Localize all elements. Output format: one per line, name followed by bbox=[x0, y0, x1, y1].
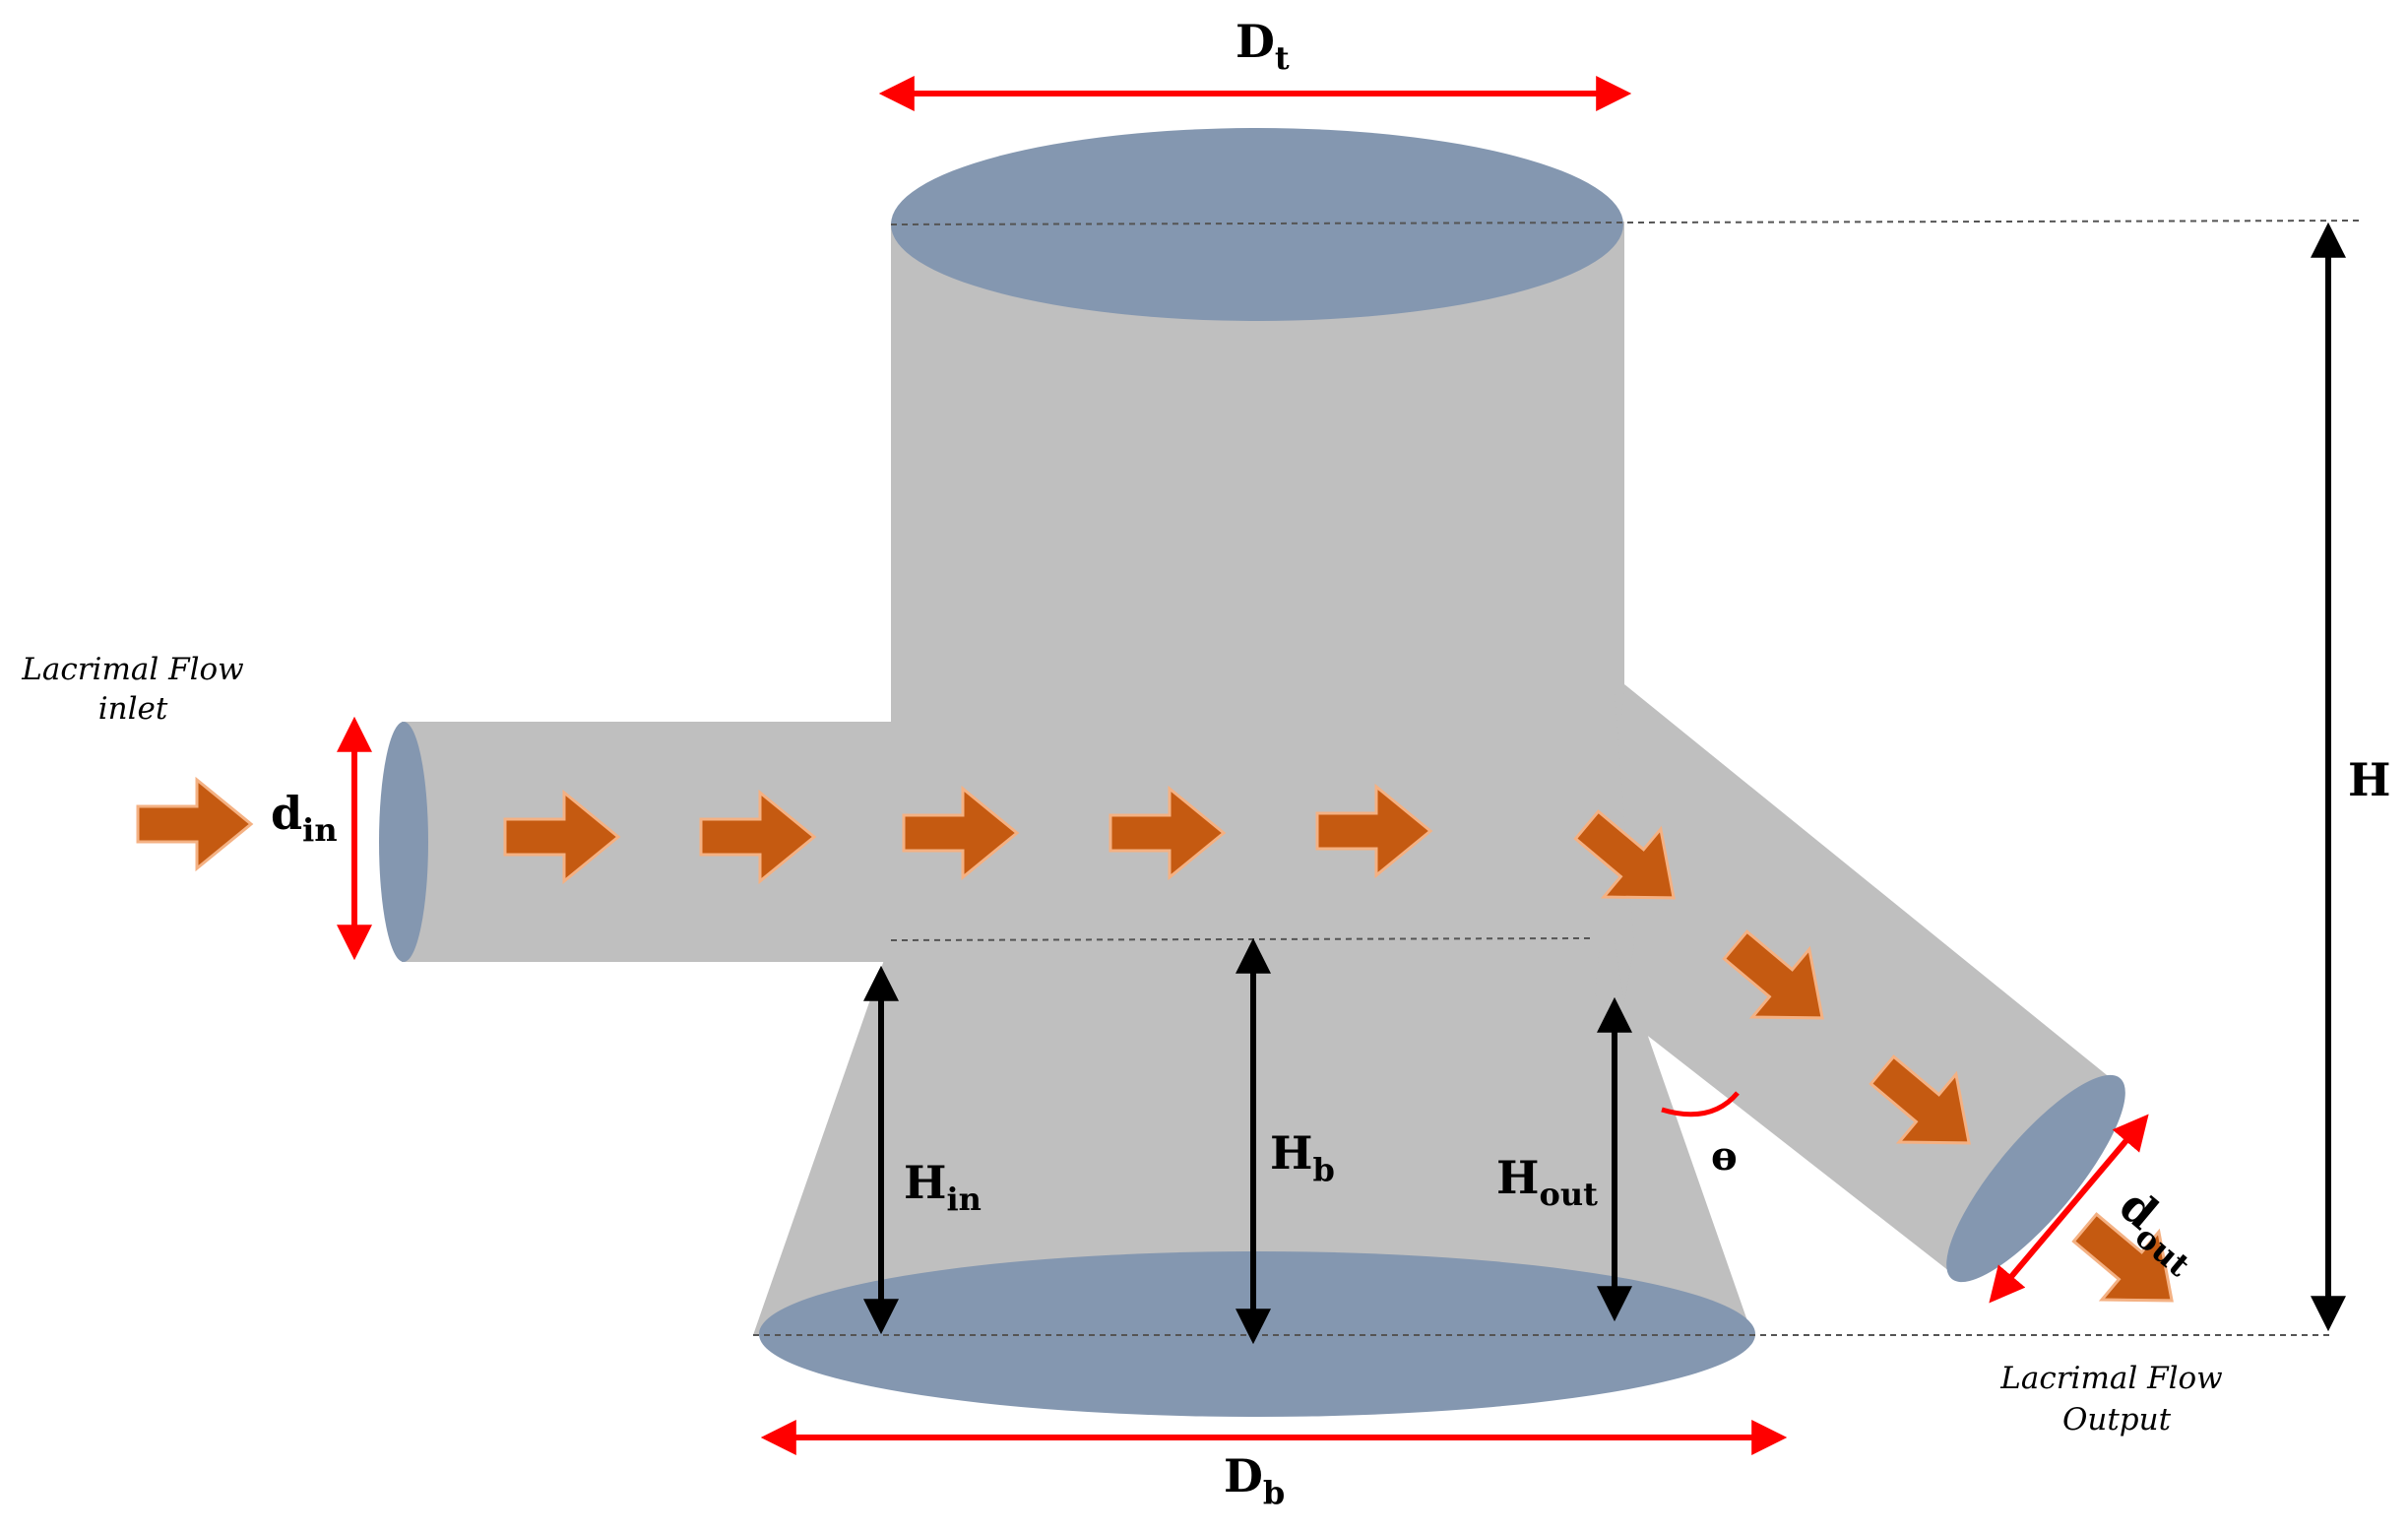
inlet-note-line2: inlet bbox=[98, 691, 168, 727]
sac-body bbox=[402, 222, 2117, 1335]
label-hout: Hout bbox=[1496, 1151, 1598, 1213]
output-note-line2: Output bbox=[2062, 1402, 2172, 1437]
label-hb: Hb bbox=[1270, 1126, 1335, 1188]
label-hin: Hin bbox=[904, 1156, 982, 1218]
output-note-line1: Lacrimal Flow bbox=[1999, 1361, 2222, 1396]
inlet-face-ellipse bbox=[379, 722, 428, 962]
black-dimensions bbox=[863, 222, 2346, 1345]
label-theta: ɵ bbox=[1711, 1133, 1738, 1180]
red-dimensions bbox=[337, 76, 2149, 1455]
label-dt: Dt bbox=[1236, 15, 1290, 77]
inlet-note-line1: Lacrimal Flow bbox=[21, 652, 243, 687]
label-db: Db bbox=[1224, 1449, 1285, 1511]
label-h: H bbox=[2348, 753, 2390, 806]
dout-dimension-arrow bbox=[1989, 1114, 2149, 1304]
theta-angle-arc bbox=[1661, 1091, 1740, 1117]
inlet-tube bbox=[402, 722, 914, 962]
top-face-ellipse bbox=[891, 128, 1623, 321]
outlet-tube bbox=[1595, 684, 2117, 1275]
inlet-arrow-icon bbox=[136, 778, 253, 870]
label-din: din bbox=[271, 787, 338, 849]
